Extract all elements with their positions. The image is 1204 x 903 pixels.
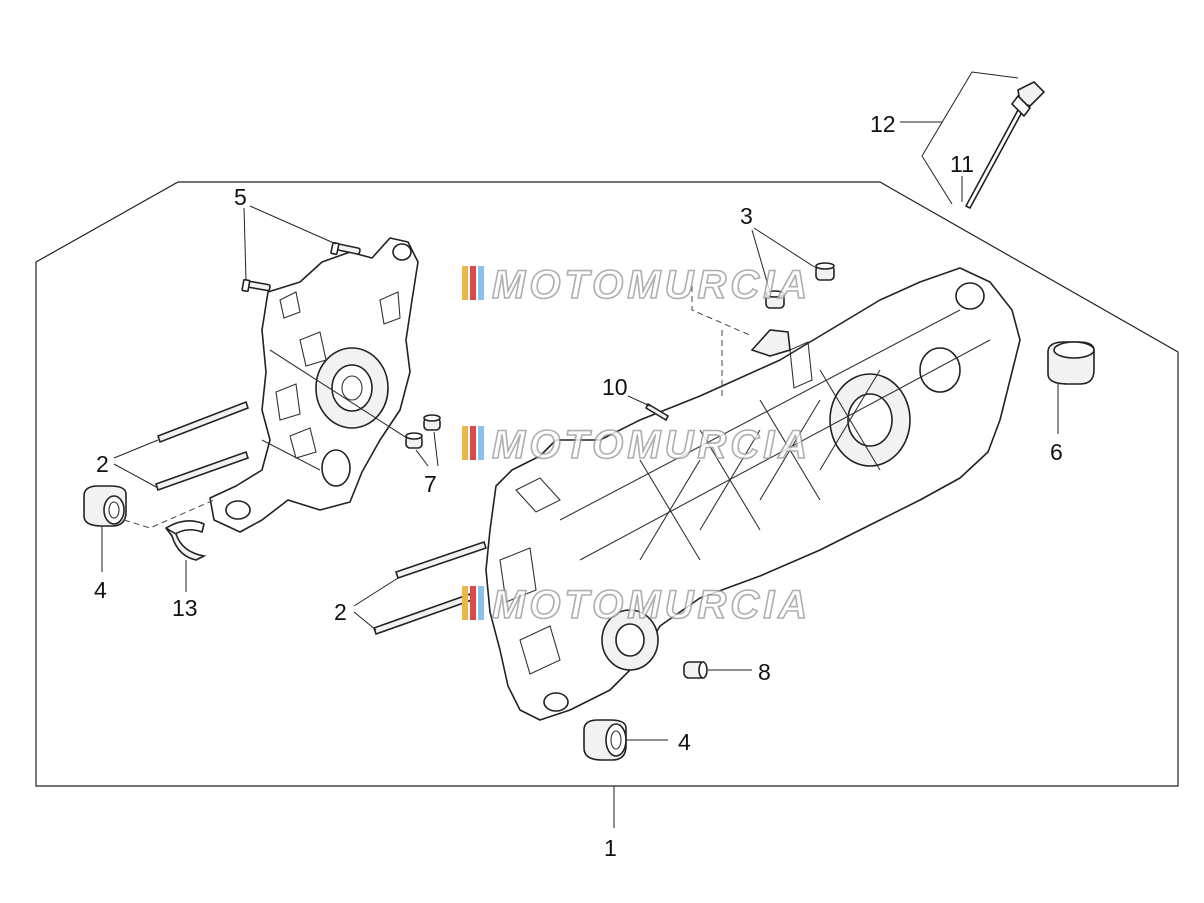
dowel-8 (683, 661, 708, 679)
right-crankcase-half (485, 267, 1021, 721)
callout-11: 11 (950, 151, 974, 177)
callout-7: 7 (424, 471, 437, 497)
screw-5-lower (241, 278, 271, 293)
callout-8: 8 (758, 659, 771, 685)
leader-2b (353, 577, 399, 607)
callout-3: 3 (740, 203, 753, 229)
callout-10: 10 (602, 374, 628, 400)
callout-1: 1 (604, 835, 617, 861)
callout-2-right: 2 (334, 599, 347, 625)
callout-4-left: 4 (94, 577, 107, 603)
stud-2-right-lower (372, 592, 474, 636)
watermark-text: MOTOMURCIA (492, 583, 811, 627)
half-shell-13 (165, 520, 207, 561)
leader-2a (113, 439, 159, 459)
watermark-top: MOTOMURCIA (462, 262, 811, 308)
assembly-frame (35, 181, 1179, 787)
leader-2b-b (353, 611, 377, 631)
leader-7b (415, 449, 429, 467)
callout-4-right: 4 (678, 729, 691, 755)
dowel-3b (765, 290, 785, 309)
callout-6: 6 (1050, 439, 1063, 465)
leader-3a (753, 227, 817, 269)
leader-3b (751, 229, 771, 293)
leader-10 (627, 395, 651, 407)
callout-13: 13 (172, 595, 198, 621)
seal-insert (750, 329, 791, 357)
callout-5: 5 (234, 184, 247, 210)
dowel-7a (423, 414, 441, 431)
dash-seal (691, 286, 753, 337)
stud-2-left-upper (156, 400, 250, 444)
bracket-12 (921, 71, 1019, 205)
leader-7a (433, 431, 439, 467)
screw-10 (644, 402, 670, 422)
dipstick-11 (965, 109, 1023, 209)
bush-6 (1047, 341, 1095, 385)
left-crankcase-half (209, 237, 419, 533)
screw-5-upper (330, 241, 361, 256)
bush-4-right (583, 719, 627, 761)
watermark-text: MOTOMURCIA (492, 263, 811, 307)
oil-cap-12 (1011, 81, 1046, 117)
bush-4-left (83, 485, 127, 527)
stud-2-left-lower (154, 450, 250, 492)
callout-12: 12 (870, 111, 896, 137)
leader-5a (249, 205, 337, 245)
stud-2-right-upper (394, 540, 488, 580)
dowel-3a (815, 262, 835, 281)
dash-4a (123, 499, 215, 529)
callout-2-left: 2 (96, 451, 109, 477)
dowel-7b (405, 432, 423, 449)
leader-5b (243, 207, 247, 281)
leader-2a-b (113, 463, 159, 489)
watermark-bottom: MOTOMURCIA (462, 582, 811, 628)
watermark-text: MOTOMURCIA (492, 423, 811, 467)
watermark-middle: MOTOMURCIA (462, 422, 811, 468)
